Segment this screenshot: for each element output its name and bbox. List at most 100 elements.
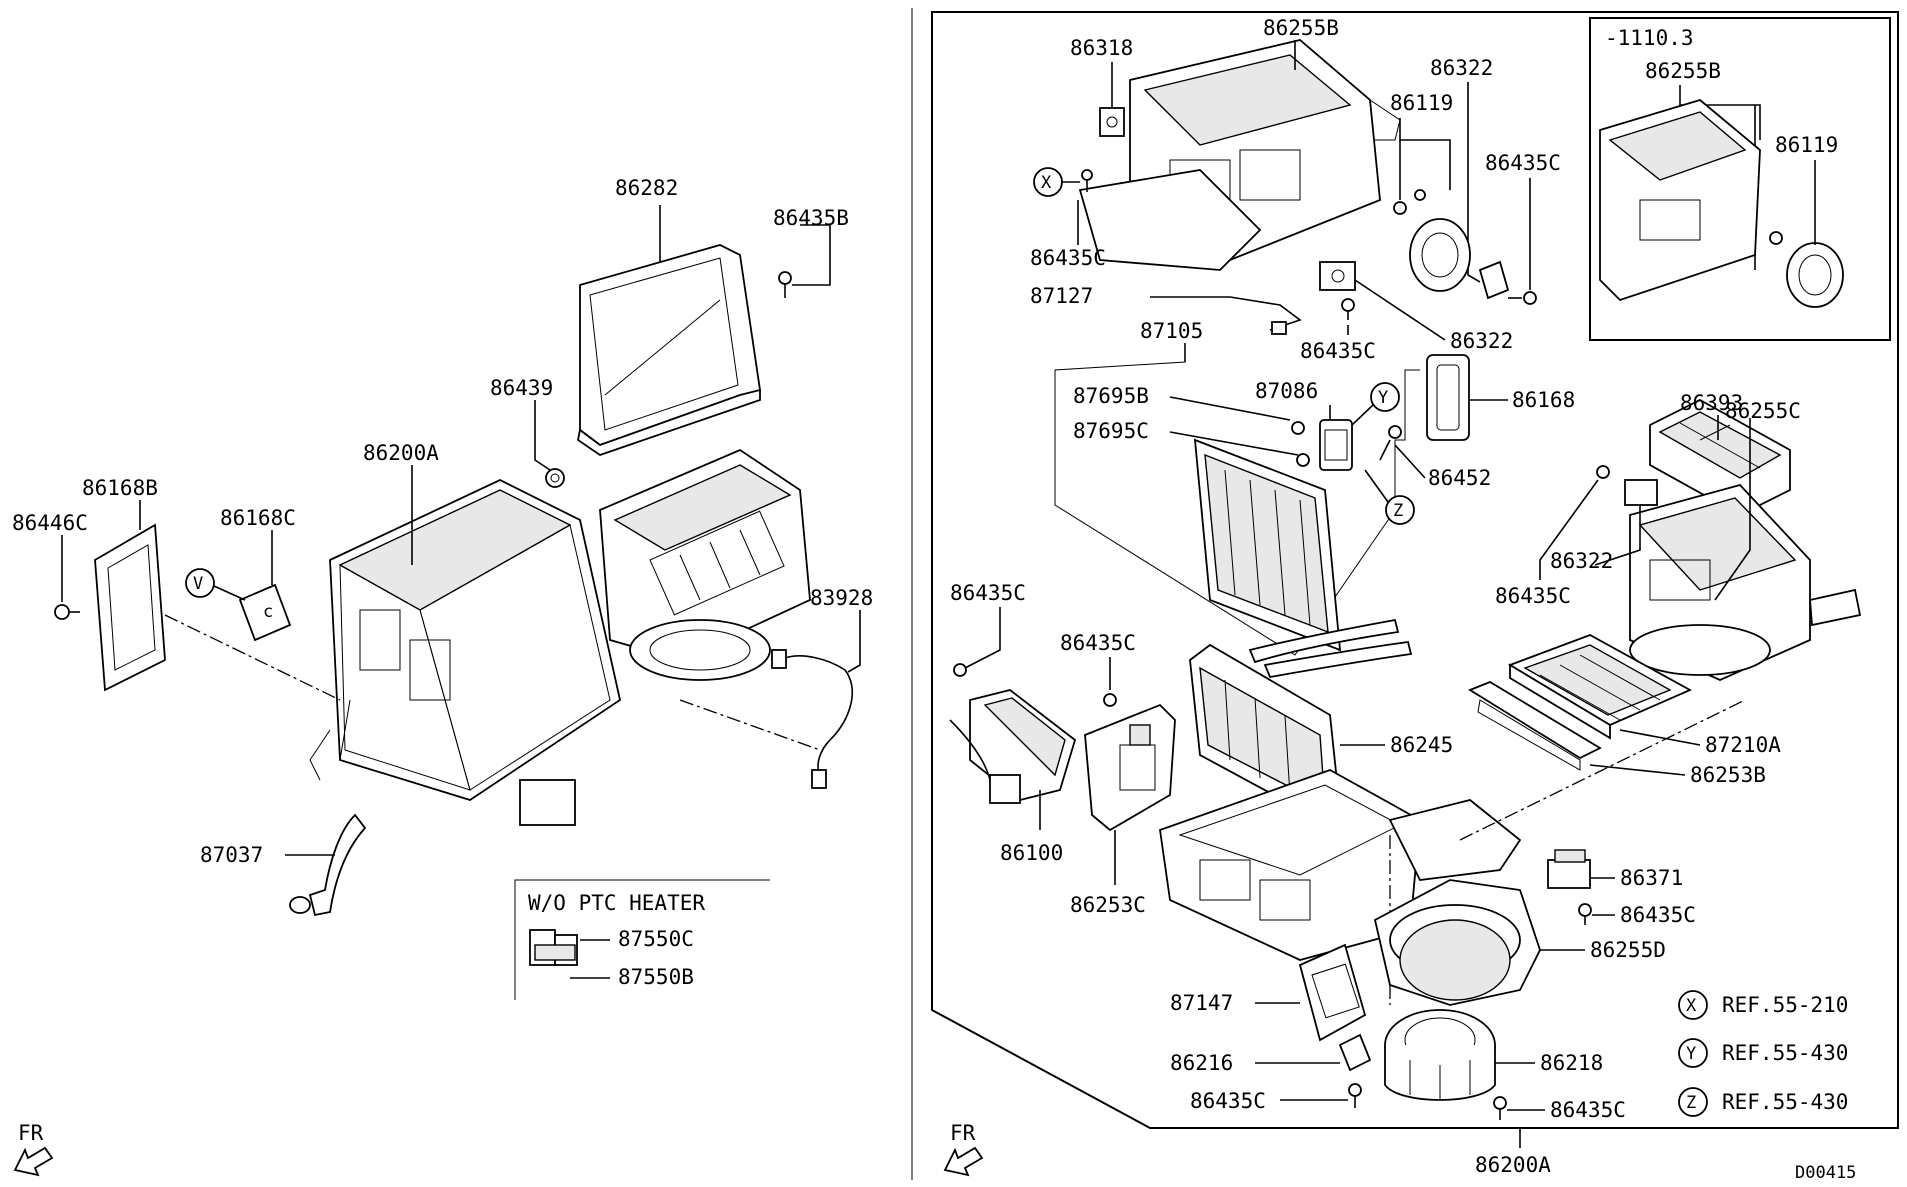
label-86216: 86216 xyxy=(1170,1051,1233,1075)
part-86216-bracket xyxy=(1338,1033,1372,1072)
label-86100: 86100 xyxy=(1000,841,1063,865)
label-86200A-left: 86200A xyxy=(363,441,439,465)
inset-housing xyxy=(1599,98,1761,302)
inset-fan-86119-icon xyxy=(1769,231,1844,308)
label-86435C-e: 86435C xyxy=(950,581,1026,605)
label-86245: 86245 xyxy=(1390,733,1453,757)
screw-86435C-h-icon xyxy=(1348,1083,1362,1108)
part-86200A-heater-unit xyxy=(309,448,811,826)
part-86168C-seal: c xyxy=(238,583,292,642)
ref-z-marker-label: Z xyxy=(1686,1093,1696,1113)
label-86218: 86218 xyxy=(1540,1051,1603,1075)
part-87037-drain-hose xyxy=(289,813,367,917)
inset-label-86255B: 86255B xyxy=(1645,59,1721,83)
label-z-marker: Z xyxy=(1393,501,1403,521)
part-86245-heater-core xyxy=(1189,618,1413,822)
footer-code: D00415 xyxy=(1795,1163,1856,1183)
label-86435B: 86435B xyxy=(773,206,849,230)
label-87147: 87147 xyxy=(1170,991,1233,1015)
part-86168-seal xyxy=(1426,354,1470,441)
svg-text:c: c xyxy=(263,602,273,622)
screw-86435C-e-icon xyxy=(953,663,967,677)
part-87105-evaporator xyxy=(1193,438,1342,652)
part-86100-resistor xyxy=(949,689,1077,804)
label-86439: 86439 xyxy=(490,376,553,400)
screw-86435C-b-icon xyxy=(1508,291,1537,305)
inset-label-86119: 86119 xyxy=(1775,133,1838,157)
label-83928: 83928 xyxy=(810,586,873,610)
label-87037: 87037 xyxy=(200,843,263,867)
part-86282-cover xyxy=(577,244,761,456)
label-86435C-c: 86435C xyxy=(1300,339,1376,363)
screw-86119-icon xyxy=(1393,189,1426,215)
label-86435C-a: 86435C xyxy=(1030,246,1106,270)
right-panel-frame xyxy=(931,11,1899,1129)
label-86282: 86282 xyxy=(615,176,678,200)
label-86318: 86318 xyxy=(1070,36,1133,60)
inset-range: -1110.3 xyxy=(1605,26,1694,50)
label-87550C: 87550C xyxy=(618,927,694,951)
label-87695B: 87695B xyxy=(1073,384,1149,408)
callout-y-marker xyxy=(1370,382,1400,412)
right-panel: -1110.3 86255B 86119 86318 xyxy=(931,11,1899,1183)
label-86435C-f: 86435C xyxy=(1060,631,1136,655)
left-panel: 86282 86435B 86439 xyxy=(12,176,873,1177)
part-86218-blower-motor xyxy=(1384,1009,1496,1101)
part-86371-power-transistor xyxy=(1547,849,1591,889)
label-86119: 86119 xyxy=(1390,91,1453,115)
label-86168C: 86168C xyxy=(220,506,296,530)
label-86253C: 86253C xyxy=(1070,893,1146,917)
screw-86435C-c-icon xyxy=(1341,298,1355,320)
label-x-marker: X xyxy=(1041,173,1052,193)
label-86435C-b: 86435C xyxy=(1485,151,1561,175)
label-86322-top: 86322 xyxy=(1430,56,1493,80)
label-86322-right: 86322 xyxy=(1550,549,1613,573)
screw-86452-icon xyxy=(1379,425,1402,461)
part-86168B-gasket xyxy=(94,523,166,692)
label-86253B: 86253B xyxy=(1690,763,1766,787)
fr-label-left: FR xyxy=(18,1121,44,1145)
inset-frame xyxy=(1589,17,1891,341)
label-86435C-d: 86435C xyxy=(1495,584,1571,608)
label-86435C-g: 86435C xyxy=(1620,903,1696,927)
ref-x-marker xyxy=(1678,990,1708,1020)
part-86255B-upper-housing xyxy=(1078,39,1401,271)
label-86435C-i: 86435C xyxy=(1550,1098,1626,1122)
label-86371: 86371 xyxy=(1620,866,1683,890)
part-87147-module xyxy=(1298,943,1367,1042)
part-87210A-filter xyxy=(1507,634,1693,740)
label-v-marker: V xyxy=(193,574,203,594)
part-86255C-intake-housing xyxy=(1629,483,1862,681)
label-86435C-h: 86435C xyxy=(1190,1089,1266,1113)
label-87086: 87086 xyxy=(1255,379,1318,403)
label-86255C: 86255C xyxy=(1725,399,1801,423)
label-86200A-right: 86200A xyxy=(1475,1153,1551,1177)
fan-86322-icon xyxy=(1409,218,1510,300)
part-83928-harness xyxy=(771,649,853,789)
screw-86435C-d-icon xyxy=(1596,465,1610,479)
ref-y-marker xyxy=(1678,1038,1708,1068)
label-87105: 87105 xyxy=(1140,319,1203,343)
label-86255D: 86255D xyxy=(1590,938,1666,962)
fr-arrow-icon-right xyxy=(943,1146,984,1177)
clip-86446C-icon xyxy=(54,604,80,620)
part-86253C-bracket xyxy=(1084,703,1176,832)
part-86253B-frame xyxy=(1468,680,1602,771)
ref-x-text: REF.55-210 xyxy=(1722,993,1848,1017)
ref-legend: X REF.55-210 Y REF.55-430 Z REF.55-430 xyxy=(1678,990,1848,1117)
label-86255B: 86255B xyxy=(1263,16,1339,40)
evaporator-group-outline xyxy=(1054,355,1420,656)
label-y-marker: Y xyxy=(1378,388,1388,408)
label-87695C: 87695C xyxy=(1073,419,1149,443)
actuator-86322-mid-icon xyxy=(1319,261,1356,291)
callout-z-marker xyxy=(1385,495,1415,525)
part-87127-sensor xyxy=(1271,321,1287,335)
label-86446C: 86446C xyxy=(12,511,88,535)
part-87550-connector xyxy=(529,929,578,966)
ref-y-marker-label: Y xyxy=(1686,1044,1696,1064)
label-86452: 86452 xyxy=(1428,466,1491,490)
part-87086-valve xyxy=(1319,419,1353,471)
ptc-heater-box: W/O PTC HEATER 87550C 87550B xyxy=(514,879,770,1000)
screw-86435C-a-icon xyxy=(1081,169,1093,192)
